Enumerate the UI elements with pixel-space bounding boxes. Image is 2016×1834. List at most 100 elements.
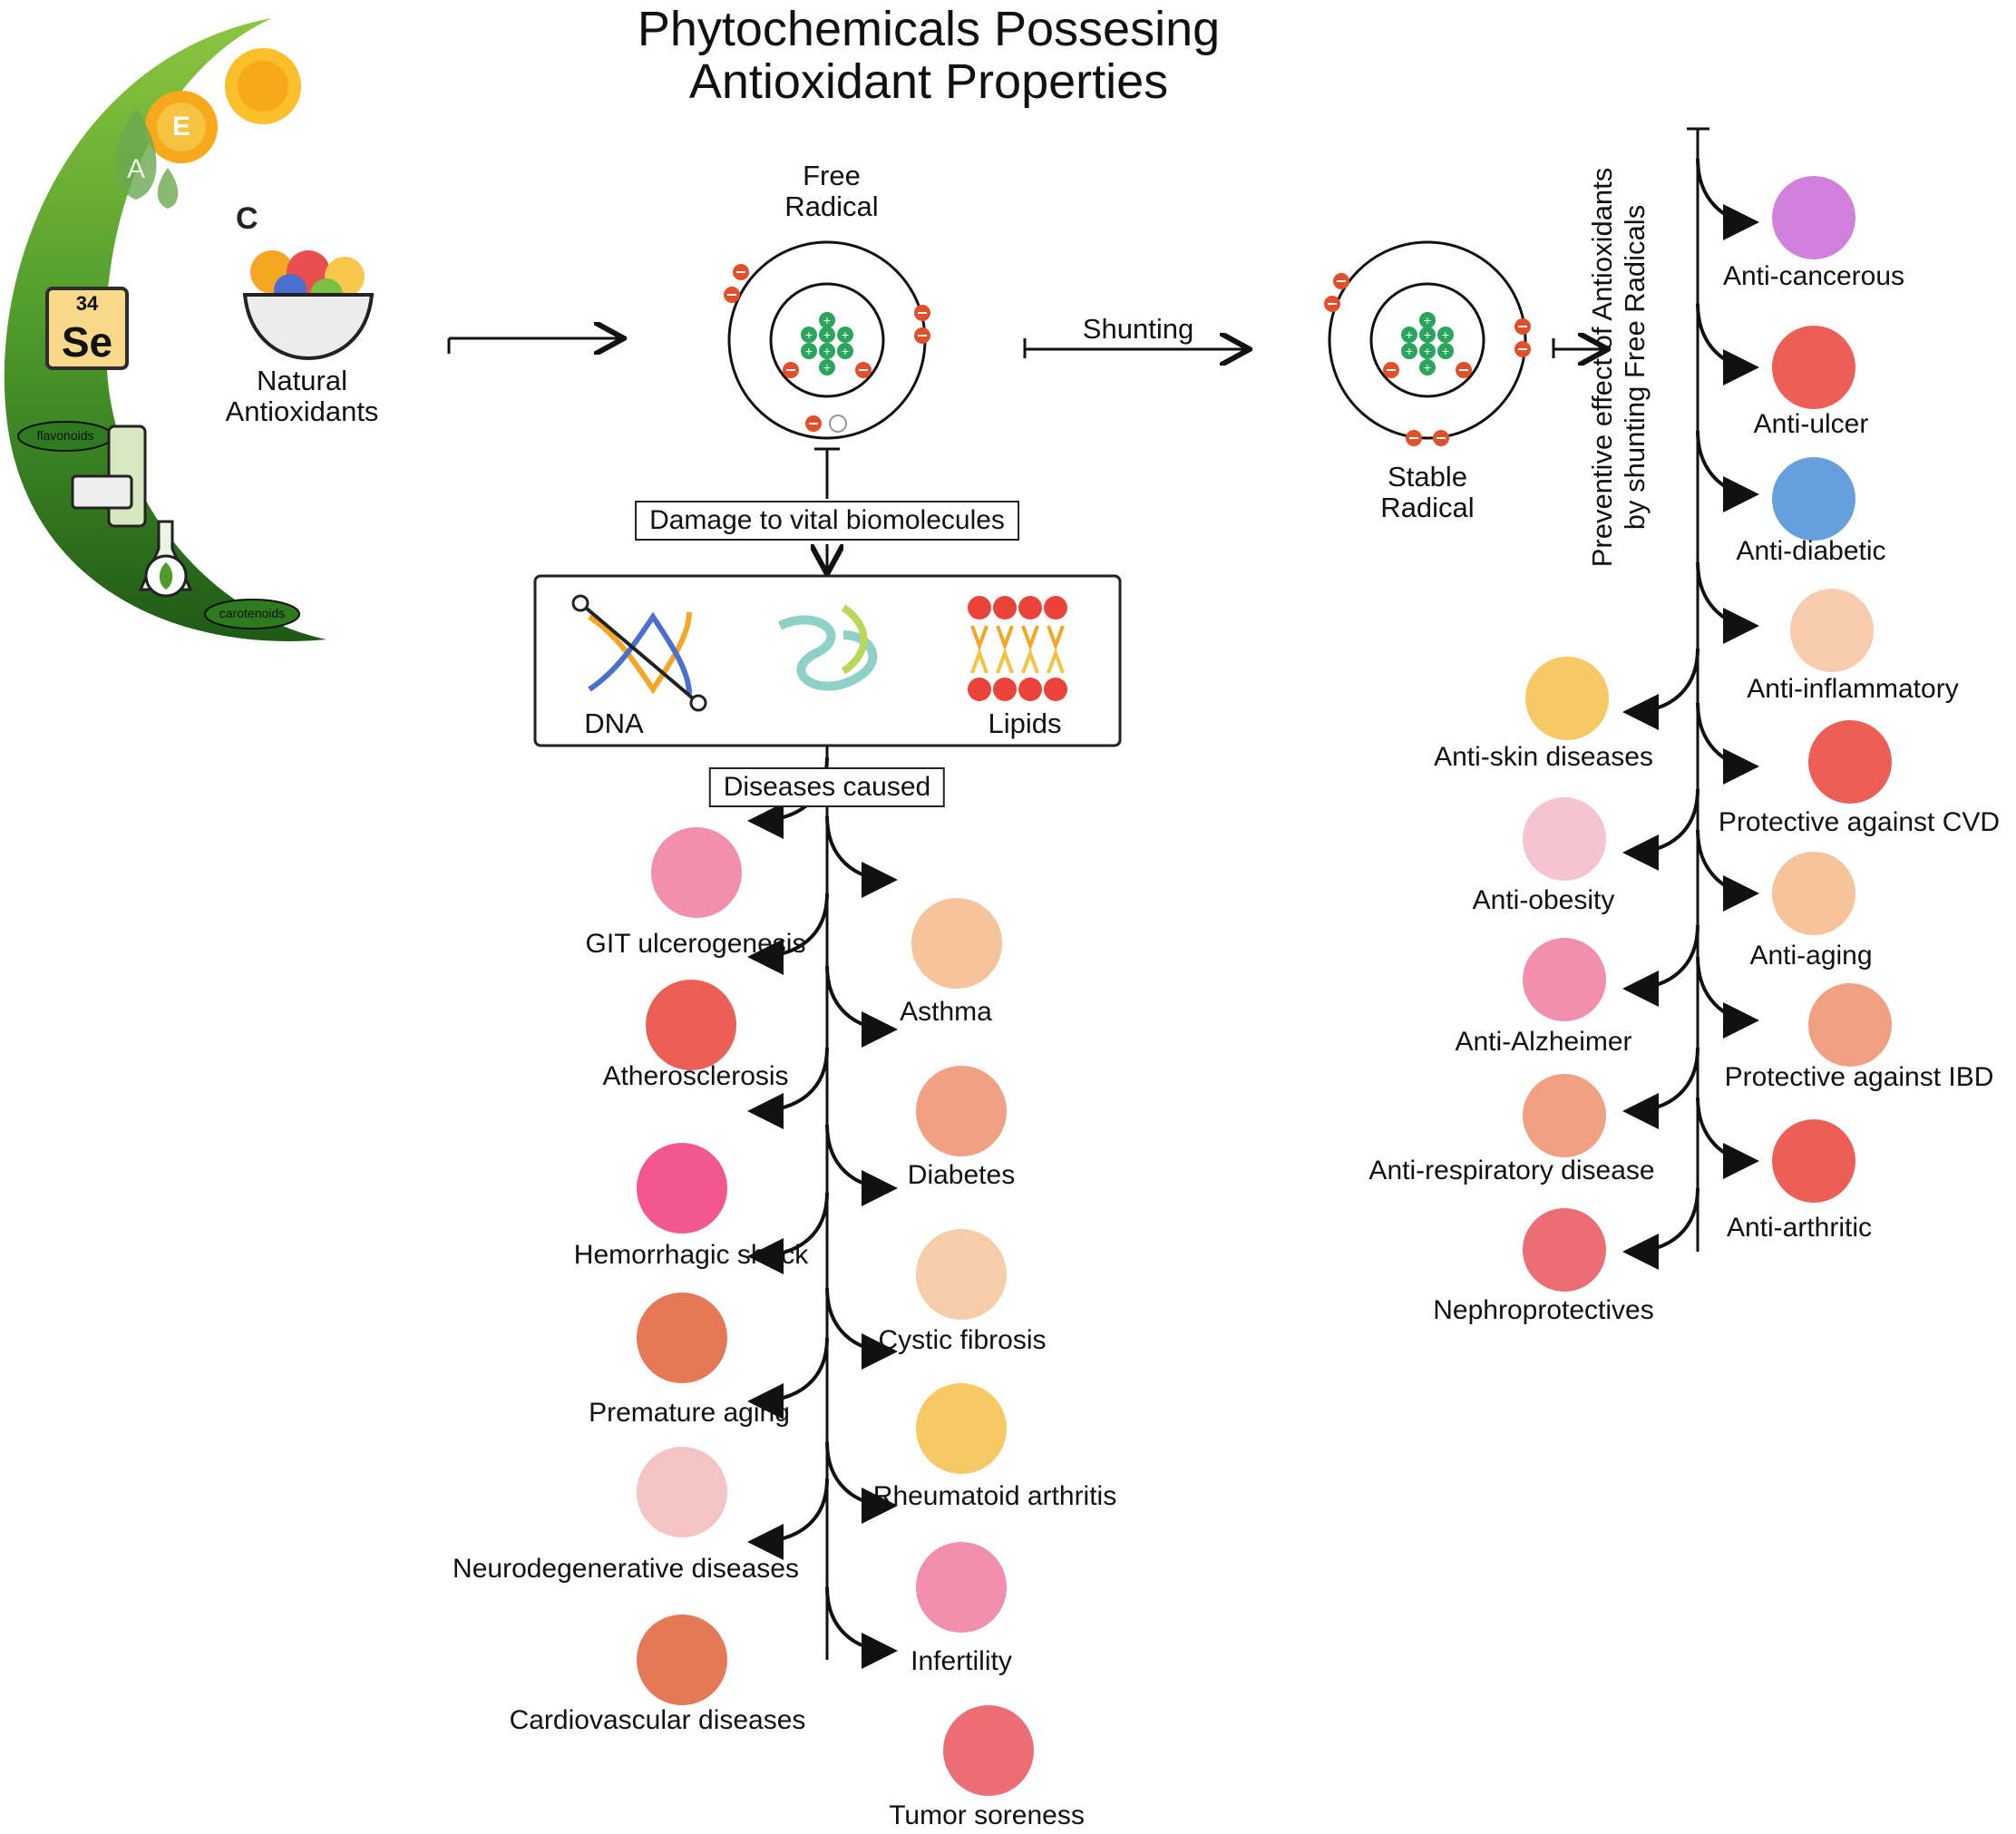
lipid-tail-icon	[996, 648, 1014, 674]
lungs-icon	[916, 1229, 1007, 1320]
effect-right-5: Protective against CVD	[1718, 807, 2001, 837]
proton-icon	[801, 343, 817, 359]
lipid-tail-icon	[996, 625, 1014, 651]
happy-face-icon	[1772, 852, 1855, 935]
inhaler-person-icon	[911, 898, 1002, 989]
lipid-tail-icon	[970, 648, 989, 674]
lipid-head-icon	[1044, 678, 1067, 701]
branch-arrow	[1622, 924, 1699, 1007]
artery-icon	[646, 980, 736, 1070]
free-radical-label-1: Free	[803, 160, 861, 191]
proton-icon	[819, 312, 835, 328]
branch-arrow	[1696, 702, 1759, 785]
proton-icon	[1437, 327, 1454, 343]
proton-icon	[1401, 327, 1417, 343]
svg-text:+: +	[823, 313, 831, 327]
lipid-head-icon	[1018, 678, 1042, 701]
stable-radical-label-2: Radical	[1380, 492, 1475, 523]
kidneys-icon	[1523, 1208, 1606, 1292]
effect-left-5: Nephroprotectives	[1433, 1295, 1654, 1325]
title-line-1: Phytochemicals Possesing	[637, 2, 1221, 56]
branch-arrow	[747, 1478, 829, 1560]
glucose-chart-icon	[916, 1066, 1007, 1156]
branch-arrow	[747, 1047, 829, 1129]
stable-radical-label-1: Stable	[1388, 461, 1467, 493]
proton-icon	[819, 359, 835, 376]
brain-icon	[637, 1447, 727, 1537]
proton-icon	[1419, 312, 1436, 328]
lipid-tail-icon	[1047, 648, 1065, 674]
disease-right-6: Tumor soreness	[889, 1800, 1085, 1830]
selenium-symbol: Se	[61, 318, 113, 366]
svg-text:+: +	[823, 360, 831, 375]
effect-right-6: Anti-aging	[1749, 941, 1873, 971]
effect-right-1: Anti-cancerous	[1722, 261, 1905, 291]
lipid-head-icon	[968, 678, 991, 701]
branch-arrow	[825, 965, 898, 1048]
branch-arrow	[747, 1337, 829, 1419]
shunting-label: Shunting	[1082, 313, 1194, 345]
disease-left-3: Hemorrhagic shock	[573, 1240, 809, 1270]
branch-arrow	[825, 1287, 898, 1370]
effect-right-8: Anti-arthritic	[1726, 1213, 1873, 1243]
dna-label: DNA	[584, 707, 644, 739]
vitamin-a-label: A	[127, 154, 146, 184]
branch-arrow	[1696, 1097, 1759, 1179]
lipid-head-icon	[993, 678, 1017, 701]
lipid-head-icon	[1018, 596, 1042, 619]
heart-hands-icon	[1808, 720, 1892, 804]
disease-left-5: Neurodegenerative diseases	[453, 1554, 799, 1584]
lipid-tail-icon	[1047, 625, 1065, 651]
disease-right-4: Rheumatoid arthritis	[872, 1481, 1117, 1511]
effect-left-4: Anti-respiratory disease	[1368, 1156, 1655, 1185]
svg-text:+: +	[805, 344, 813, 358]
preventive-label-2: by shunting Free Radicals	[1619, 204, 1651, 531]
branch-arrow	[1622, 1187, 1699, 1270]
branch-arrow	[1696, 829, 1759, 912]
cancer-cell-icon	[1772, 176, 1855, 259]
lipid-tail-icon	[1021, 625, 1039, 651]
damage-box: Damage to vital biomolecules	[635, 501, 1019, 541]
aging-people-icon	[637, 1293, 727, 1383]
branch-arrow	[1696, 956, 1759, 1039]
effect-right-7: Protective against IBD	[1724, 1062, 1994, 1092]
lipid-head-icon	[968, 596, 991, 619]
branch-arrow	[1696, 158, 1759, 240]
disease-left-6: Cardiovascular diseases	[509, 1705, 806, 1735]
disease-right-1: Asthma	[900, 997, 992, 1027]
proton-icon	[819, 343, 835, 359]
fruit-bowl-icon	[242, 250, 375, 361]
svg-text:+: +	[1424, 327, 1431, 342]
stable-radical-atom: ++++++++	[1324, 240, 1531, 446]
disease-left-2: Atherosclerosis	[602, 1061, 789, 1091]
title-line-2: Antioxidant Properties	[688, 54, 1169, 109]
branch-arrow	[825, 1124, 898, 1206]
branch-arrow	[825, 1441, 898, 1524]
proton-icon	[1437, 343, 1454, 359]
branch-arrow	[1696, 430, 1759, 512]
svg-text:+: +	[842, 344, 849, 358]
proton-icon	[1419, 327, 1436, 343]
mouth-ulcer-icon	[1772, 326, 1855, 409]
proton-icon	[837, 343, 853, 359]
brain-bleed-icon	[637, 1143, 727, 1234]
tumor-icon	[943, 1705, 1034, 1796]
svg-text:+: +	[1424, 313, 1431, 327]
svg-text:+: +	[842, 327, 849, 342]
selenium-tile	[45, 287, 129, 370]
effect-right-2: Anti-ulcer	[1753, 409, 1869, 439]
branch-arrow	[825, 1586, 898, 1669]
disease-left-1: GIT ulcerogenesis	[585, 929, 806, 959]
knee-joint-icon	[916, 1383, 1007, 1474]
lipid-head-icon	[1044, 596, 1067, 619]
natural-label-2: Antioxidants	[225, 395, 379, 427]
missing-electron-icon	[829, 415, 847, 433]
svg-text:+: +	[1424, 360, 1431, 375]
free-radical-atom: ++++++++	[724, 240, 930, 440]
vitamin-e-label: E	[172, 112, 191, 141]
intestine-icon	[1808, 983, 1892, 1067]
diabetes-file-icon	[1772, 457, 1855, 541]
disease-left-4: Premature aging	[589, 1398, 790, 1428]
branch-arrow	[1622, 648, 1699, 730]
